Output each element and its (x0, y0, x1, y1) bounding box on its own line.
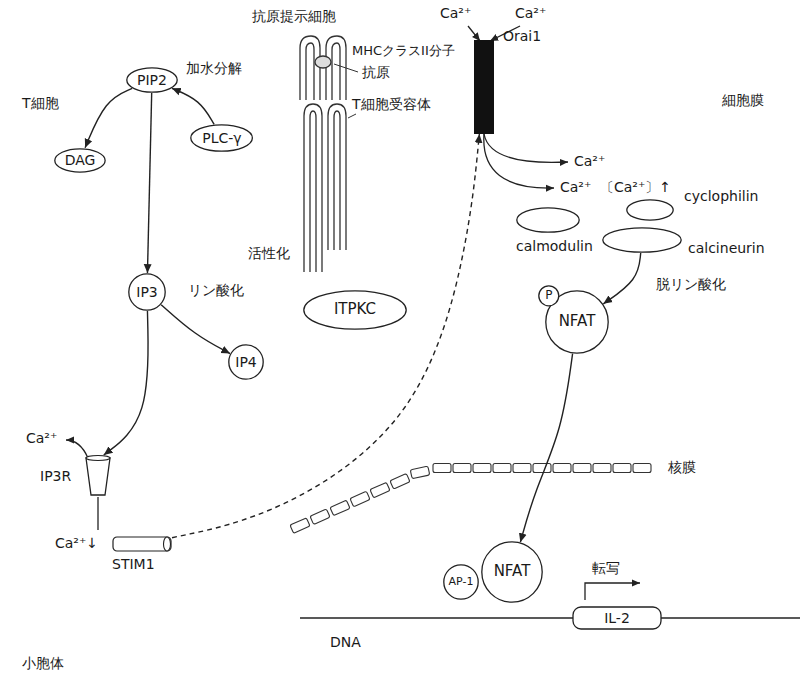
outline-ellipse (191, 125, 253, 151)
node-label: P (545, 289, 552, 303)
node-label: AP-1 (449, 576, 474, 589)
leader-line (348, 114, 356, 118)
ion-label: Ca²⁺ (26, 430, 57, 446)
antigen-shape (315, 56, 331, 68)
process-label: 転写 (592, 560, 620, 576)
channel-bar (474, 40, 494, 134)
node-label: NFAT (559, 313, 596, 330)
outline-ellipse (517, 208, 579, 232)
process-label: 活性化 (248, 245, 290, 261)
mhc-molecule (300, 36, 346, 100)
connector-arrow (172, 134, 479, 538)
outline-ellipse (304, 291, 406, 329)
node-label: DAG (65, 152, 96, 168)
node-label: ITPKC (334, 301, 376, 318)
outline-ellipse (482, 542, 542, 602)
cup-rim (86, 456, 110, 461)
protein-ellipse: cyclophilin (626, 199, 674, 221)
molecule-ellipse: DAG (54, 148, 106, 173)
ion-label: Ca²⁺↓ (55, 535, 98, 551)
cup-outline (86, 458, 110, 495)
process-label: 加水分解 (186, 60, 242, 76)
enzyme-ellipse: PLC-γ (190, 124, 253, 152)
dna-label: DNA (330, 634, 361, 650)
gene-box: IL-2 (572, 606, 662, 630)
ion-label: Ca²⁺ (515, 5, 546, 21)
molecule-label: T細胞受容体 (352, 96, 431, 112)
outline-ellipse (229, 345, 263, 379)
molecule-label: 抗原 (362, 64, 390, 80)
node-label: calmodulin (516, 238, 593, 254)
node-outline (516, 207, 580, 233)
cell-label: T細胞 (22, 95, 59, 111)
node-label: NFAT (494, 563, 531, 580)
node-label: calcineurin (688, 240, 765, 256)
node-label: STIM1 (112, 556, 155, 572)
calcium-channel: Orai1 (474, 40, 494, 134)
node-outline (474, 40, 494, 134)
node-label: IP3R (40, 468, 71, 484)
connector-arrow (603, 253, 640, 304)
phosphate-circle: P (538, 285, 560, 307)
node-label: Orai1 (503, 28, 541, 44)
node-label: IP3 (136, 284, 157, 300)
molecule-label: MHCクラスII分子 (352, 44, 455, 59)
node-outline (626, 199, 674, 221)
ion-label: Ca²⁺ (440, 5, 471, 21)
molecule-circle: IP4 (228, 344, 264, 380)
outline-ellipse (129, 274, 165, 310)
ion-label: 〔Ca²⁺〕↑ (600, 179, 671, 195)
outline-ellipse (603, 228, 681, 252)
dna-strand (300, 617, 800, 619)
transcription-arrow (585, 583, 640, 600)
cell-label: 抗原提示細胞 (252, 8, 336, 24)
ion-label: Ca²⁺ (574, 153, 605, 169)
node-label: PLC-γ (202, 130, 241, 146)
connector-arrow (520, 354, 572, 542)
node-outline (602, 227, 682, 253)
connector-arrow (147, 93, 151, 273)
outline-ellipse (55, 148, 105, 171)
factor-circle: NFAT (481, 541, 543, 603)
connector-arrow (85, 88, 132, 147)
node-label: cyclophilin (684, 188, 758, 204)
organelle-label: 小胞体 (22, 655, 64, 671)
protein-ellipse: calmodulin (516, 207, 580, 233)
node-label: IP4 (235, 354, 256, 370)
node-outline (112, 536, 172, 552)
connector-arrow (161, 305, 230, 354)
nuclear-membrane (290, 464, 651, 534)
protein-ellipse: calcineurin (602, 227, 682, 253)
cylinder-outline (113, 537, 171, 551)
ion-label: Ca²⁺ (560, 179, 591, 195)
process-label: リン酸化 (188, 282, 244, 298)
factor-circle: AP-1 (443, 564, 479, 600)
gene-outline (573, 607, 661, 629)
enzyme-ellipse: ITPKC (303, 290, 407, 330)
node-label: PIP2 (137, 72, 167, 88)
receptor-channel: IP3R (40, 455, 112, 497)
tcr-molecule (304, 104, 346, 272)
node-label: IL-2 (604, 610, 630, 626)
leader-line (334, 64, 358, 72)
outline-ellipse (539, 286, 559, 306)
cylinder-end (164, 537, 171, 551)
outline-ellipse (127, 68, 177, 92)
membrane-label: 核膜 (668, 459, 696, 475)
outline-ellipse (444, 565, 478, 599)
membrane-label: 細胞膜 (722, 92, 764, 108)
edge-label: 脱リン酸化 (654, 276, 728, 292)
connector-arrow (172, 88, 214, 124)
sensor-protein: STIM1 (112, 536, 172, 552)
outline-ellipse (627, 200, 673, 220)
molecule-ellipse: PIP2 (126, 67, 178, 93)
outline-ellipse (546, 291, 608, 353)
calcium-flow (66, 26, 568, 530)
molecule-circle: IP3 (128, 273, 166, 311)
connector-arrow (104, 311, 148, 455)
